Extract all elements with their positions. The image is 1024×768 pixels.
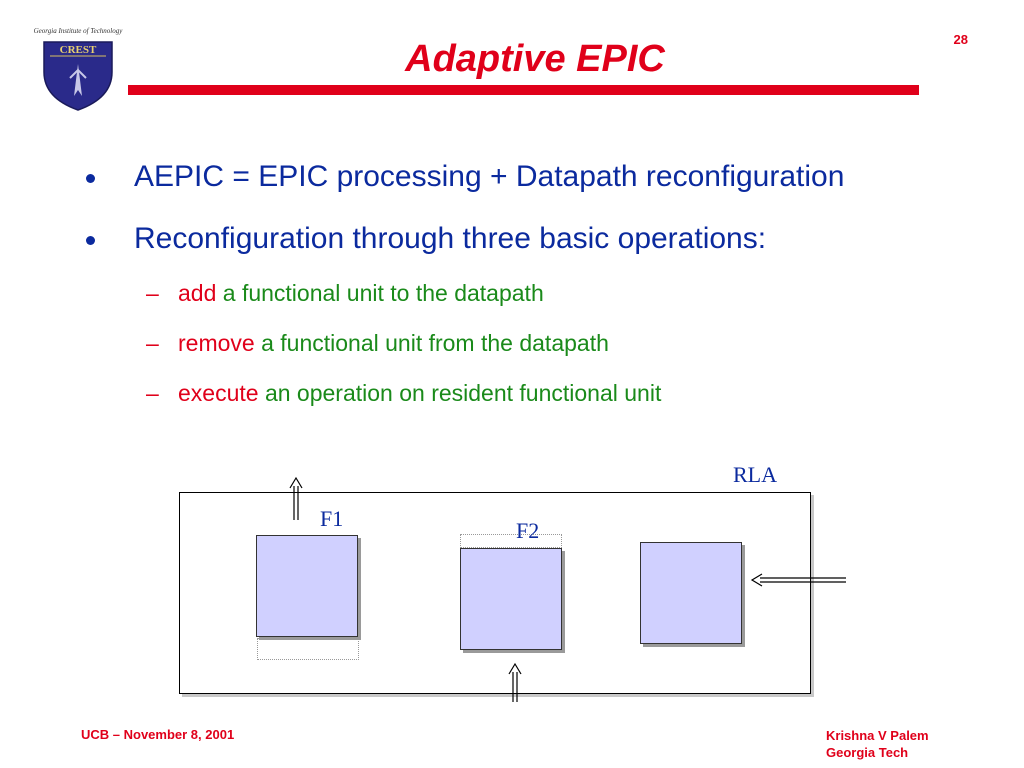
sub-item-text: an operation on resident functional unit bbox=[258, 380, 662, 406]
dash-icon: – bbox=[146, 330, 159, 356]
rla-label: RLA bbox=[733, 462, 777, 487]
crest-logo: Georgia Institute of Technology CREST bbox=[30, 26, 126, 112]
f2-incoming-slot bbox=[460, 534, 562, 548]
sub-item: –add a functional unit to the datapath bbox=[146, 280, 544, 307]
logo-text: CREST bbox=[60, 44, 97, 56]
sub-item-text: a functional unit from the datapath bbox=[254, 330, 609, 356]
sub-item-keyword: add bbox=[178, 280, 217, 306]
dash-icon: – bbox=[146, 280, 159, 306]
footer-author: Krishna V Palem Georgia Tech bbox=[826, 727, 929, 761]
f1-label: F1 bbox=[320, 506, 344, 531]
functional-unit-f2 bbox=[460, 548, 562, 650]
functional-unit-resident bbox=[640, 542, 742, 644]
logo-caption: Georgia Institute of Technology bbox=[34, 27, 124, 35]
footer-author-name: Krishna V Palem bbox=[826, 728, 929, 743]
f1-vacated-slot bbox=[257, 638, 359, 660]
sub-item-text: a functional unit to the datapath bbox=[216, 280, 544, 306]
bullet-text: Reconfiguration through three basic oper… bbox=[134, 222, 767, 255]
bullet-dot-icon bbox=[86, 174, 95, 183]
f2-label: F2 bbox=[516, 518, 540, 543]
functional-unit-f1 bbox=[256, 535, 358, 637]
slide-number: 28 bbox=[953, 32, 968, 47]
title-underline bbox=[128, 85, 919, 95]
slide-title: Adaptive EPIC bbox=[405, 38, 665, 80]
footer-author-affiliation: Georgia Tech bbox=[826, 745, 909, 760]
bullet-dot-icon bbox=[86, 236, 95, 245]
footer-date: UCB – November 8, 2001 bbox=[81, 727, 235, 742]
sub-item: –execute an operation on resident functi… bbox=[146, 380, 661, 407]
dash-icon: – bbox=[146, 380, 159, 406]
sub-item-keyword: remove bbox=[178, 330, 255, 356]
bullet-text: AEPIC = EPIC processing + Datapath recon… bbox=[134, 160, 845, 193]
sub-item-keyword: execute bbox=[178, 380, 259, 406]
sub-item: –remove a functional unit from the datap… bbox=[146, 330, 609, 357]
